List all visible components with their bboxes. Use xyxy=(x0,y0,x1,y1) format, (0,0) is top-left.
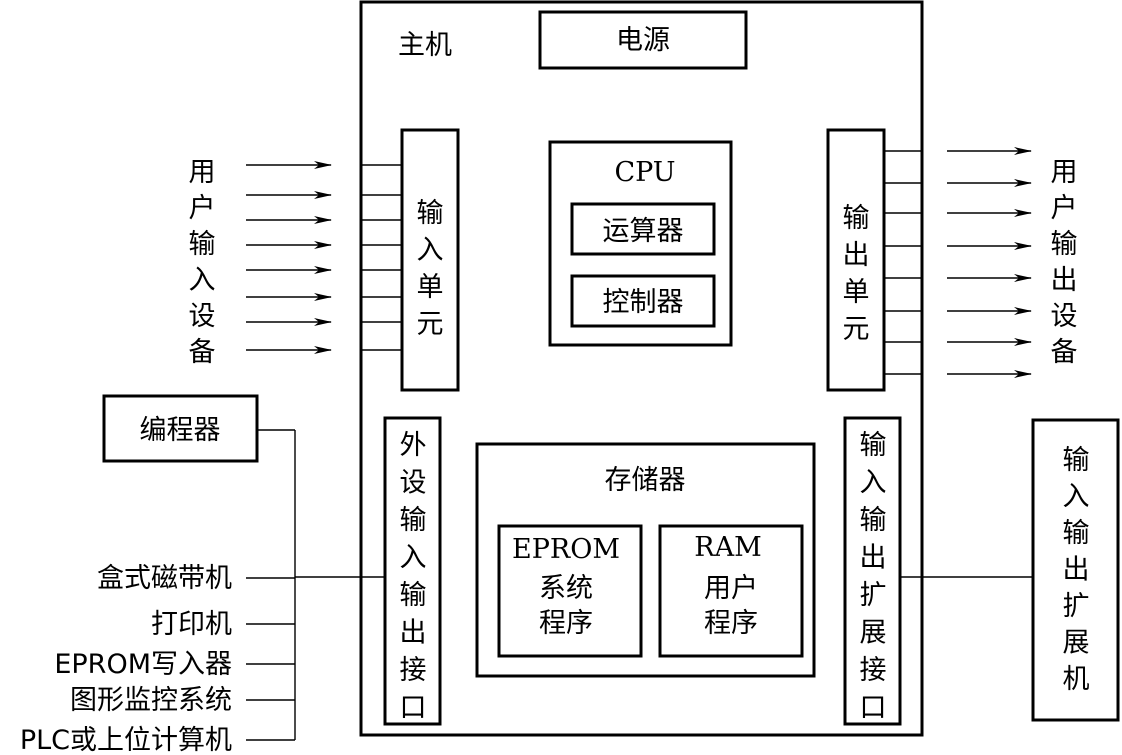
eprom-line2: 程序 xyxy=(539,608,593,639)
io-expansion-interface-char: 输 xyxy=(860,505,887,536)
io-expansion-interface-char: 入 xyxy=(860,468,887,499)
output-unit-box xyxy=(826,128,886,392)
output-unit-char: 元 xyxy=(843,314,870,345)
user-input-device-char: 入 xyxy=(189,265,216,296)
io-expansion-unit-char: 展 xyxy=(1063,628,1090,659)
user-input-device-char: 户 xyxy=(189,193,216,224)
io-expansion-interface-char: 口 xyxy=(860,693,887,724)
eprom-box xyxy=(497,524,643,658)
cpu-label: CPU xyxy=(614,157,675,188)
peripheral-interface-char: 出 xyxy=(400,618,427,649)
user-input-device-char: 备 xyxy=(189,337,216,368)
user-output-device-char: 输 xyxy=(1051,229,1078,260)
input-unit-char: 元 xyxy=(417,309,444,340)
power-box xyxy=(538,10,748,70)
peripheral-interface-char: 输 xyxy=(400,505,427,536)
ram-line1: 用户 xyxy=(704,573,758,604)
user-input-device-char: 设 xyxy=(189,301,216,332)
io-expansion-unit-char: 机 xyxy=(1063,664,1090,695)
user-output-device-char: 用 xyxy=(1051,157,1078,188)
peripheral-item: PLC或上位计算机 xyxy=(20,725,232,755)
io-expansion-unit-box xyxy=(1031,418,1120,722)
output-signal-lines xyxy=(884,147,1032,378)
input-unit-char: 输 xyxy=(417,198,444,229)
eprom-title: EPROM xyxy=(512,534,620,565)
alu-box xyxy=(570,202,716,256)
io-expansion-interface-char: 展 xyxy=(860,618,887,649)
alu-label: 运算器 xyxy=(603,216,684,247)
output-unit-char: 单 xyxy=(843,277,870,308)
input-unit-char: 入 xyxy=(417,235,444,266)
io-expansion-unit-char: 输 xyxy=(1063,518,1090,549)
power-label: 电源 xyxy=(616,25,670,56)
io-expansion-interface-char: 接 xyxy=(860,655,887,686)
programmer-label: 编程器 xyxy=(140,415,221,446)
eprom-line1: 系统 xyxy=(539,573,593,604)
ram-line2: 程序 xyxy=(704,608,758,639)
io-expansion-unit-char: 输 xyxy=(1063,445,1090,476)
user-output-device-char: 户 xyxy=(1051,193,1078,224)
programmer-box xyxy=(102,394,259,463)
user-output-device-char: 出 xyxy=(1051,265,1078,296)
output-unit-char: 出 xyxy=(843,240,870,271)
peripheral-interface-box xyxy=(383,416,442,726)
ram-box xyxy=(658,524,804,658)
peripheral-interface-char: 设 xyxy=(400,468,427,499)
controller-box xyxy=(570,274,716,328)
peripheral-item: EPROM写入器 xyxy=(54,649,232,680)
host-label: 主机 xyxy=(398,30,452,61)
peripheral-interface-char: 输 xyxy=(400,580,427,611)
controller-label: 控制器 xyxy=(603,287,684,318)
input-unit-box xyxy=(400,128,460,392)
input-signal-lines xyxy=(246,161,402,354)
memory-label: 存储器 xyxy=(605,465,686,496)
io-expansion-unit-char: 入 xyxy=(1063,482,1090,513)
peripheral-interface-char: 接 xyxy=(400,655,427,686)
peripheral-item: 图形监控系统 xyxy=(70,685,232,716)
io-expansion-interface-box xyxy=(843,416,902,726)
io-expansion-unit-char: 扩 xyxy=(1063,591,1090,622)
io-expansion-interface-char: 出 xyxy=(860,543,887,574)
user-input-device-char: 用 xyxy=(189,157,216,188)
peripheral-interface-char: 入 xyxy=(400,543,427,574)
peripheral-item: 打印机 xyxy=(151,609,232,640)
user-output-device-char: 设 xyxy=(1051,301,1078,332)
peripheral-interface-char: 外 xyxy=(400,430,427,461)
output-unit-char: 输 xyxy=(843,203,870,234)
user-output-device-char: 备 xyxy=(1051,337,1078,368)
user-input-device-char: 输 xyxy=(189,229,216,260)
peripheral-item: 盒式磁带机 xyxy=(97,563,232,594)
io-expansion-interface-char: 扩 xyxy=(860,580,887,611)
ram-title: RAM xyxy=(694,532,761,563)
io-expansion-unit-char: 出 xyxy=(1063,555,1090,586)
input-unit-char: 单 xyxy=(417,272,444,303)
peripheral-interface-char: 口 xyxy=(400,693,427,724)
io-expansion-interface-char: 输 xyxy=(860,430,887,461)
